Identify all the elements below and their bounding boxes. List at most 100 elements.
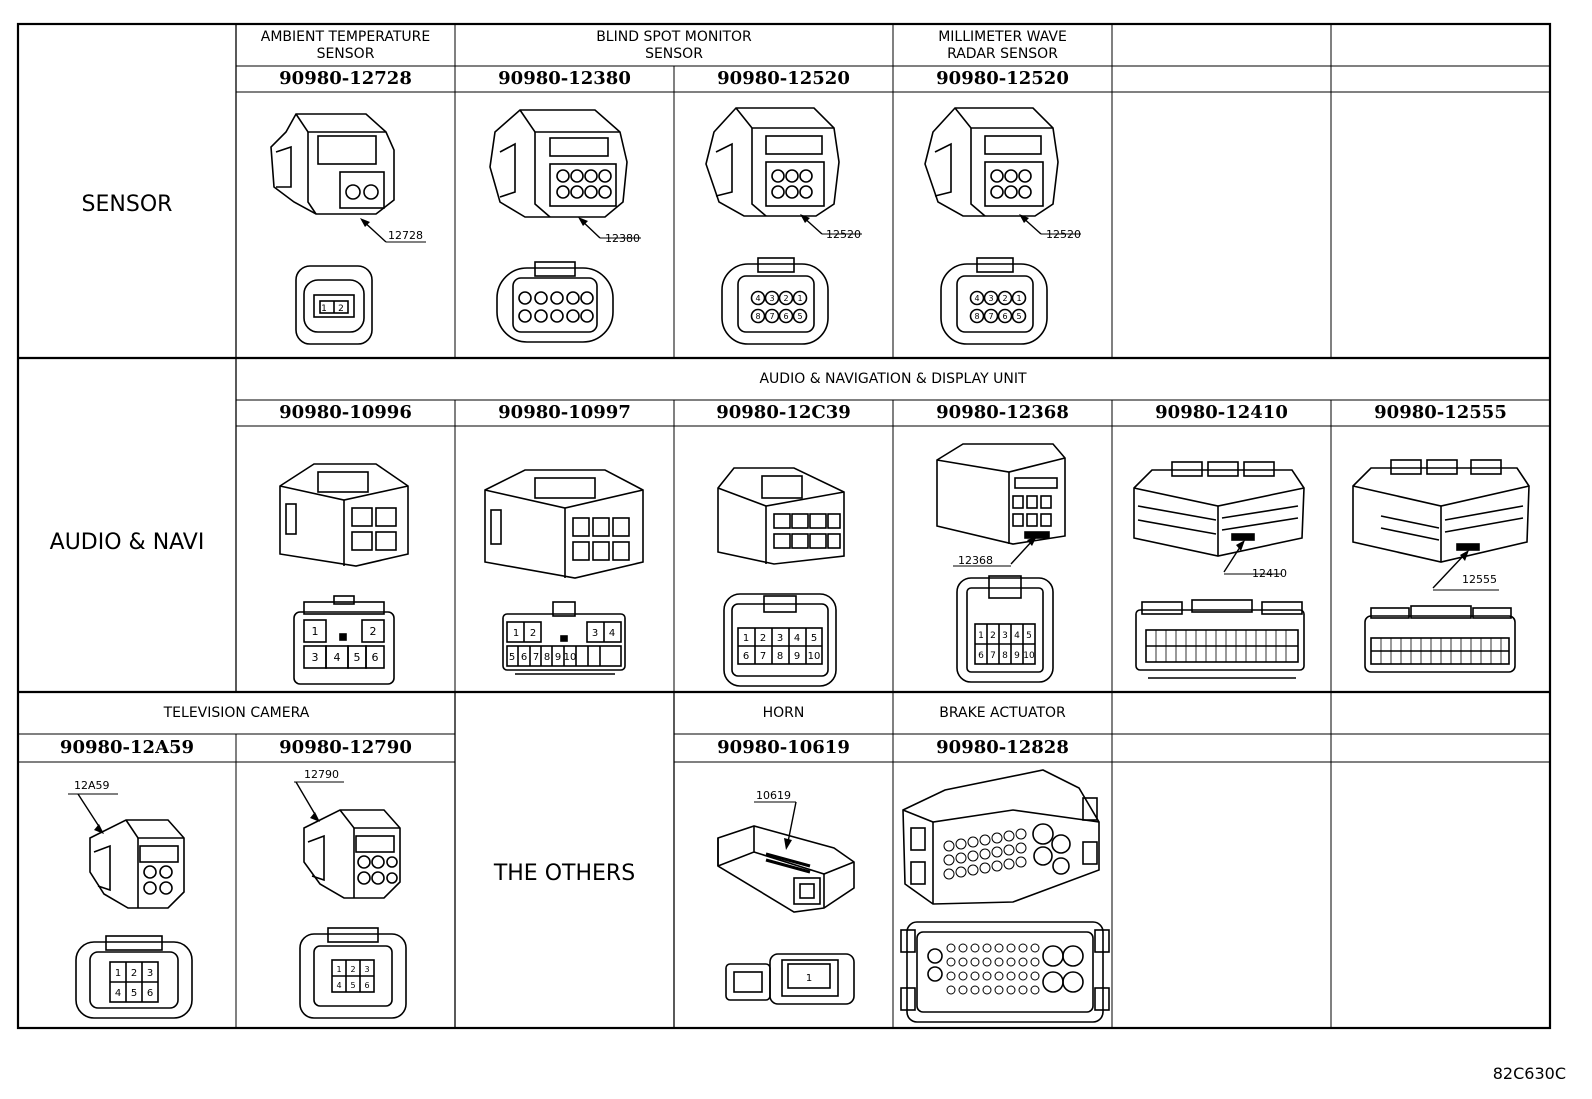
- header-brake-actuator: BRAKE ACTUATOR: [939, 705, 1066, 721]
- part-number: 90980-12520: [717, 68, 850, 89]
- pin-label: 4: [115, 988, 121, 999]
- pin-label: 1: [513, 628, 519, 639]
- pin-label: 3: [312, 651, 319, 664]
- header-television-camera: TELEVISION CAMERA: [163, 705, 310, 721]
- pin-label: 6: [364, 981, 369, 990]
- callout-tag: 12A59: [74, 779, 110, 792]
- pin-label: 10: [1023, 651, 1035, 661]
- pin-label: 9: [555, 652, 561, 663]
- pin-label: 2: [783, 294, 788, 303]
- pin-label: 8: [777, 651, 783, 662]
- callout-tag: 12555: [1462, 573, 1497, 586]
- header-ambient-temperature-sensor: AMBIENT TEMPERATURE SENSOR: [260, 29, 431, 62]
- pin-label: 4: [794, 633, 800, 644]
- pin-label: 9: [1014, 651, 1020, 661]
- pin-label: 5: [509, 652, 515, 663]
- category-the-others: THE OTHERS: [493, 861, 636, 886]
- pin-label: 5: [354, 651, 361, 664]
- pin-label: 8: [755, 312, 760, 321]
- pin-label: 4: [755, 294, 760, 303]
- pin-label: 1: [743, 633, 749, 644]
- part-number: 90980-12380: [498, 68, 631, 89]
- part-number: 90980-12A59: [59, 737, 195, 758]
- pin-label: 4: [336, 981, 341, 990]
- pin-label: 5: [350, 981, 355, 990]
- part-number: 90980-12555: [1374, 402, 1507, 423]
- category-audio-navi: AUDIO & NAVI: [49, 530, 205, 555]
- pin-label: 10: [564, 652, 577, 663]
- pin-label: 6: [1002, 312, 1007, 321]
- pin-label: 8: [974, 312, 979, 321]
- pin-label: 2: [131, 968, 137, 979]
- pin-label: 7: [990, 651, 996, 661]
- pin-label: 5: [1016, 312, 1021, 321]
- connector-12a59-illustration: 1 2 3 4 5 6: [68, 793, 193, 1019]
- part-number: 90980-12410: [1155, 402, 1288, 423]
- pin-label: 3: [1002, 631, 1008, 641]
- part-number: 90980-10619: [717, 737, 850, 758]
- connector-10996-illustration: 1 2 3 4 5 6: [279, 463, 409, 685]
- pin-label: 3: [592, 628, 598, 639]
- part-number: 90980-12828: [936, 737, 1069, 758]
- part-number: 90980-10996: [279, 402, 412, 423]
- pin-label: 5: [1026, 631, 1032, 641]
- pin-label: 10: [808, 651, 821, 662]
- pin-label: 4: [609, 628, 615, 639]
- callout-tag: 12520: [1046, 228, 1081, 241]
- connector-12520-illustration: 4 3 2 1 8 7 6 5: [705, 107, 862, 345]
- pin-label: 1: [978, 631, 984, 641]
- part-number: 90980-12728: [279, 68, 412, 89]
- callout-tag: 12380: [605, 232, 640, 245]
- part-number: 90980-12C39: [716, 402, 851, 423]
- pin-label: 1: [336, 965, 341, 974]
- part-number: 90980-12520: [936, 68, 1069, 89]
- pin-label: 3: [147, 968, 153, 979]
- pin-label: 2: [530, 628, 536, 639]
- pin-label: 7: [769, 312, 774, 321]
- pin-label: 1: [797, 294, 802, 303]
- header-audio-navigation-display-unit: AUDIO & NAVIGATION & DISPLAY UNIT: [759, 371, 1027, 387]
- connector-12380-illustration: [489, 109, 641, 343]
- pin-label: 6: [743, 651, 749, 662]
- header-blind-spot-monitor-sensor: BLIND SPOT MONITOR SENSOR: [596, 29, 752, 62]
- callout-tag: 12790: [304, 768, 339, 781]
- pin-label: 2: [990, 631, 996, 641]
- pin-label: 4: [334, 651, 341, 664]
- pin-label: 3: [769, 294, 774, 303]
- pin-label: 7: [533, 652, 539, 663]
- connector-10997-illustration: 1 2 3 4 5 6 7 8 9 10: [484, 469, 644, 675]
- part-number: 90980-12790: [279, 737, 412, 758]
- pin-label: 7: [760, 651, 766, 662]
- connector-12c39-illustration: 1 2 3 4 5 6 7 8 9 10: [717, 467, 845, 687]
- pin-label: 2: [370, 625, 377, 638]
- pin-label: 5: [811, 633, 817, 644]
- pin-label: 2: [338, 304, 344, 314]
- pin-label: 1: [1016, 294, 1021, 303]
- header-millimeter-wave-radar-sensor: MILLIMETER WAVE RADAR SENSOR: [938, 29, 1067, 62]
- pin-label: 4: [974, 294, 979, 303]
- pin-label: 3: [364, 965, 369, 974]
- pin-label: 1: [115, 968, 121, 979]
- pin-label: 3: [988, 294, 993, 303]
- pin-label: 5: [131, 988, 137, 999]
- pin-label: 7: [988, 312, 993, 321]
- header-horn: HORN: [762, 705, 805, 721]
- pin-label: 4: [1014, 631, 1020, 641]
- connector-12520-radar-illustration: 4 3 2 1 8 7 6 5: [924, 107, 1081, 345]
- pin-label: 6: [521, 652, 527, 663]
- part-number: 90980-10997: [498, 402, 631, 423]
- pin-label: 2: [760, 633, 766, 644]
- pin-label: 9: [794, 651, 800, 662]
- connector-12828-illustration: [900, 769, 1110, 1023]
- pin-label: 8: [544, 652, 550, 663]
- connector-12410-illustration: [1133, 461, 1305, 679]
- connector-12790-illustration: 1 2 3 4 5 6: [294, 781, 407, 1019]
- callout-tag: 12728: [388, 229, 423, 242]
- callout-tag: 12520: [826, 228, 861, 241]
- part-number: 90980-12368: [936, 402, 1069, 423]
- pin-label: 6: [783, 312, 788, 321]
- pin-label: 1: [321, 304, 327, 314]
- pin-label: 6: [978, 651, 984, 661]
- connector-12368-illustration: 1 2 3 4 5 6 7 8 9 10: [936, 443, 1066, 683]
